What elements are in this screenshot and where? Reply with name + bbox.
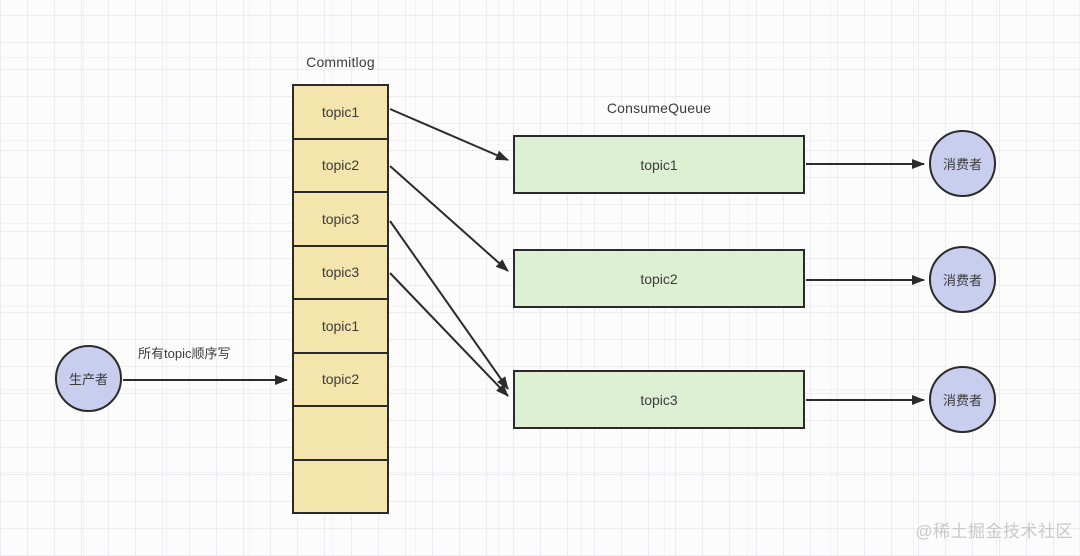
commitlog-cell: topic1 — [321, 103, 360, 120]
commitlog-column: topic1 topic2 topic3 topic3 topic1 topic… — [292, 84, 389, 514]
commitlog-title: Commitlog — [306, 54, 375, 70]
consumer-node-1: 消费者 — [929, 130, 996, 197]
consumequeue-topic3: topic3 — [513, 370, 805, 429]
commitlog-cell: topic1 — [294, 298, 387, 352]
consumequeue-topic2: topic2 — [513, 249, 805, 308]
arrow-commitlog-topic3a-to-queue-topic3 — [389, 220, 509, 390]
commitlog-cell-empty — [294, 405, 387, 459]
commitlog-cell: topic2 — [294, 351, 387, 406]
producer-node: 生产者 — [55, 345, 122, 412]
arrow-commitlog-topic2-to-queue-topic2 — [389, 165, 509, 272]
consumequeue-topic1: topic1 — [513, 135, 805, 194]
consumer-node-2: 消费者 — [929, 246, 996, 313]
commitlog-cell: topic3 — [294, 244, 387, 299]
consumer-node-3: 消费者 — [929, 366, 996, 433]
commitlog-cell: topic2 — [294, 137, 387, 192]
consumequeue-title: ConsumeQueue — [606, 100, 712, 116]
arrow-commitlog-topic1-to-queue-topic1 — [389, 108, 509, 161]
commitlog-cell: topic3 — [294, 191, 387, 245]
commitlog-cell-empty — [294, 458, 387, 513]
arrow-commitlog-topic3b-to-queue-topic3 — [389, 272, 509, 397]
watermark: @稀土掘金技术社区 — [915, 522, 1073, 541]
producer-arrow-label: 所有topic顺序写 — [138, 346, 231, 361]
